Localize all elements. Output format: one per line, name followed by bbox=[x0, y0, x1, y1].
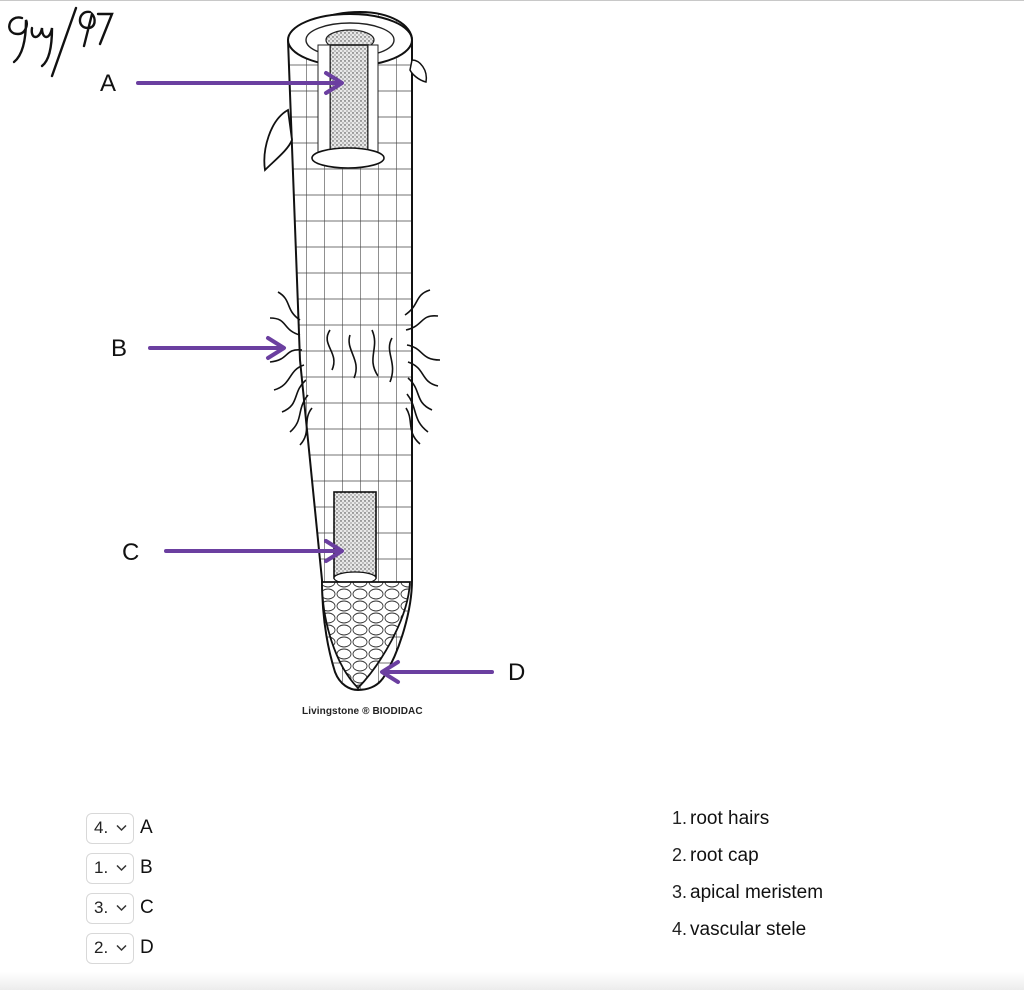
signature bbox=[8, 6, 114, 78]
label-b: B bbox=[111, 335, 128, 362]
match-row-c: 3. C bbox=[86, 888, 154, 928]
root-drawing bbox=[136, 10, 494, 692]
bottom-shadow bbox=[0, 972, 1024, 990]
matching-list: 4. A 1. B 3. C 2. D bbox=[86, 808, 154, 968]
answer-number: 2. bbox=[672, 845, 688, 865]
chevron-down-icon bbox=[116, 944, 127, 952]
answer-text: root hairs bbox=[690, 808, 770, 829]
top-border bbox=[0, 0, 1024, 1]
label-d: D bbox=[508, 659, 526, 686]
chevron-down-icon bbox=[116, 904, 127, 912]
answer-number: 3. bbox=[672, 882, 688, 902]
root-cap bbox=[321, 581, 411, 690]
answer-number: 4. bbox=[672, 919, 688, 939]
answer-text: vascular stele bbox=[690, 919, 807, 940]
answer-option: 1. root hairs bbox=[672, 808, 823, 845]
label-c: C bbox=[122, 539, 140, 566]
answer-text: root cap bbox=[690, 845, 759, 866]
answer-options: 1. root hairs 2. root cap 3. apical meri… bbox=[672, 808, 823, 956]
label-a: A bbox=[100, 70, 117, 97]
chevron-down-icon bbox=[116, 864, 127, 872]
select-value: 2. bbox=[94, 938, 109, 957]
answer-option: 2. root cap bbox=[672, 845, 823, 882]
chevron-down-icon bbox=[116, 824, 127, 832]
match-row-d: 2. D bbox=[86, 928, 154, 968]
select-value: 1. bbox=[94, 858, 109, 877]
select-value: 4. bbox=[94, 818, 109, 837]
answer-number: 1. bbox=[672, 808, 688, 828]
select-value: 3. bbox=[94, 898, 109, 917]
answer-option: 4. vascular stele bbox=[672, 919, 823, 956]
lateral-root bbox=[263, 108, 293, 172]
match-row-b: 1. B bbox=[86, 848, 154, 888]
answer-option: 3. apical meristem bbox=[672, 882, 823, 919]
vascular-stele-upper bbox=[329, 44, 369, 154]
row-letter: A bbox=[140, 817, 153, 838]
root-hairs bbox=[269, 289, 441, 446]
row-letter: D bbox=[140, 937, 154, 958]
answer-text: apical meristem bbox=[690, 882, 824, 903]
row-letter: B bbox=[140, 857, 153, 878]
row-letter: C bbox=[140, 897, 154, 918]
root-diagram: A B C D Livingstone ® BIODIDAC bbox=[8, 6, 526, 717]
answer-select-a[interactable]: 4. bbox=[86, 812, 134, 844]
answer-select-c[interactable]: 3. bbox=[86, 892, 134, 924]
match-row-a: 4. A bbox=[86, 808, 154, 848]
answer-select-d[interactable]: 2. bbox=[86, 932, 134, 964]
apical-meristem-region bbox=[333, 491, 377, 579]
image-credit: Livingstone ® BIODIDAC bbox=[302, 706, 423, 717]
answer-select-b[interactable]: 1. bbox=[86, 852, 134, 884]
